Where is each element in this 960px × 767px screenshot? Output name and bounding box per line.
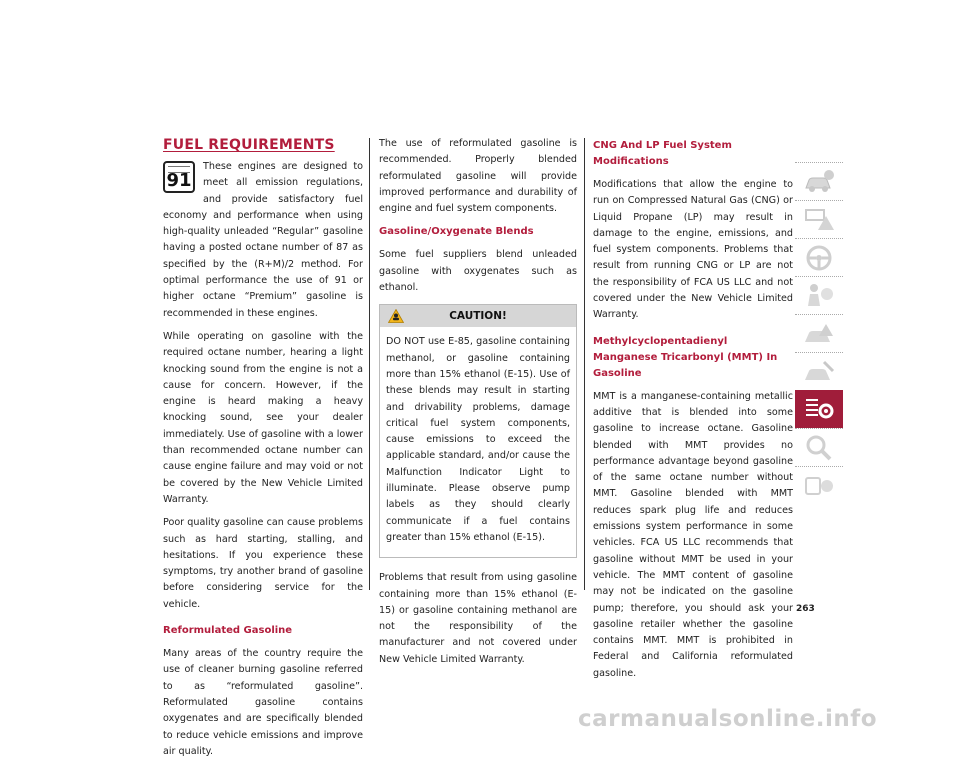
caution-body: DO NOT use E-85, gasoline containing met… (386, 336, 570, 543)
steering-wheel-icon (806, 245, 832, 270)
tab-instrument[interactable] (795, 200, 843, 238)
tab-technical-specifications[interactable] (795, 390, 843, 428)
magnifier-index-icon (806, 435, 832, 460)
cng-heading: CNG And LP Fuel System Modifications (593, 140, 732, 167)
column-1: FUEL REQUIREMENTS 91 These engines are d… (163, 136, 363, 767)
reformulated-heading: Reformulated Gasoline (163, 625, 293, 637)
column-divider (369, 138, 370, 590)
ethanol-responsibility-paragraph: Problems that result from using gasoline… (379, 572, 577, 665)
poor-quality-paragraph: Poor quality gasoline can cause problems… (163, 517, 363, 610)
watermark-text: carmanualsonline.info (578, 706, 878, 732)
octane-number: 91 (166, 170, 192, 191)
intro-paragraph: These engines are designed to meet all e… (163, 161, 363, 319)
reformulated-paragraph: Many areas of the country require the us… (163, 648, 363, 757)
instrument-warning-icon (805, 208, 834, 230)
oxygenate-paragraph: Some fuel suppliers blend unleaded gasol… (379, 249, 577, 294)
knocking-paragraph: While operating on gasoline with the req… (163, 330, 363, 505)
tab-emergency[interactable] (795, 314, 843, 352)
car-service-icon (805, 360, 835, 380)
tab-driving[interactable] (795, 238, 843, 276)
chapter-tabs (795, 162, 845, 504)
roadside-emergency-icon (805, 323, 833, 342)
tab-vehicle-info[interactable] (795, 162, 843, 200)
tab-safety[interactable] (795, 276, 843, 314)
section-title: FUEL REQUIREMENTS (163, 137, 335, 153)
cng-paragraph: Modifications that allow the engine to r… (593, 179, 793, 321)
tab-index[interactable] (795, 428, 843, 466)
column-divider (584, 138, 585, 590)
page-number: 263 (796, 604, 815, 614)
octane-91-icon: 91 (163, 161, 195, 193)
warning-icon (388, 309, 404, 324)
tab-servicing[interactable] (795, 352, 843, 390)
car-info-icon (805, 169, 834, 192)
mmt-paragraph: MMT is a manganese-containing metallic a… (593, 390, 793, 679)
mmt-heading: Methylcyclopentadienyl Manganese Tricarb… (593, 335, 778, 379)
caution-box: CAUTION! DO NOT use E-85, gasoline conta… (379, 304, 577, 559)
specifications-gear-icon (806, 399, 834, 419)
caution-header: CAUTION! (380, 305, 576, 328)
column-3: CNG And LP Fuel System Modifications Mod… (593, 136, 793, 689)
oxygenate-heading: Gasoline/Oxygenate Blends (379, 226, 534, 238)
airbag-safety-icon (808, 283, 833, 306)
tab-multimedia[interactable] (795, 466, 843, 504)
multimedia-icon (805, 476, 833, 495)
column-2: The use of reformulated gasoline is reco… (379, 136, 577, 675)
reformulated-recommend-paragraph: The use of reformulated gasoline is reco… (379, 138, 577, 215)
caution-title: CAUTION! (449, 310, 507, 323)
